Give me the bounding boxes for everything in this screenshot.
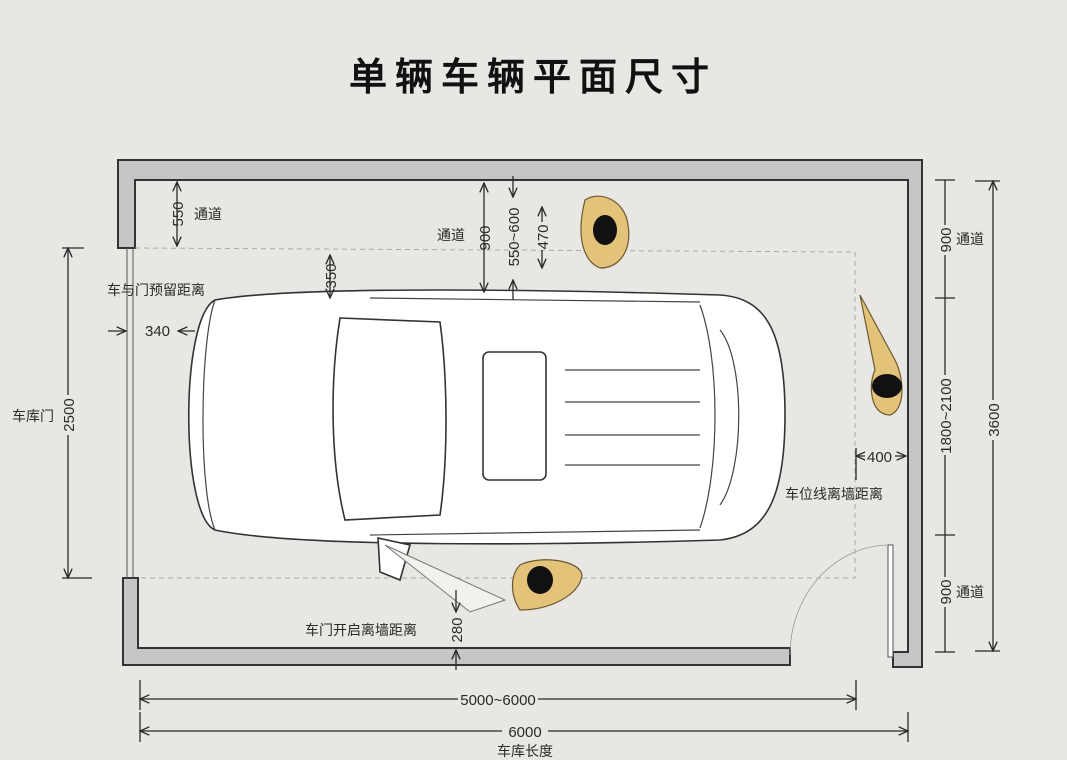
dim-470: 470 — [535, 224, 552, 249]
page-title: 单辆车辆平面尺寸 — [349, 55, 717, 99]
dim-6000: 6000 — [508, 724, 541, 741]
person-top — [580, 195, 630, 269]
label-car-to-door: 车与门预留距离 — [107, 282, 205, 299]
dim-3600: 3600 — [986, 403, 1003, 436]
door-swing-arc — [789, 544, 889, 656]
label-passage-right-bottom: 通道 — [956, 585, 984, 601]
dim-550: 550 — [170, 201, 187, 226]
dim-340: 340 — [145, 323, 170, 340]
car — [188, 289, 786, 613]
garage-walls — [117, 159, 923, 668]
side-door — [887, 544, 894, 658]
dim-1800-2100: 1800~2100 — [938, 378, 955, 454]
label-garage-door: 车库门 — [12, 408, 54, 425]
person-bottom — [511, 559, 583, 611]
dim-900-right-bottom: 900 — [938, 579, 955, 604]
dim-5000-6000: 5000~6000 — [460, 692, 536, 709]
open-car-door — [377, 536, 412, 582]
dim-2500: 2500 — [61, 398, 78, 431]
label-passage-top-left: 通道 — [194, 207, 222, 223]
windshield — [332, 317, 447, 521]
sunroof — [482, 351, 547, 481]
dim-350: 350 — [323, 263, 340, 288]
garage-door — [126, 248, 134, 578]
label-passage-top: 通道 — [437, 228, 465, 244]
dim-900-right-top: 900 — [938, 227, 955, 252]
parking-line — [134, 247, 856, 579]
dim-550-600: 550~600 — [506, 208, 523, 267]
person-right — [859, 294, 903, 416]
label-passage-right-top: 通道 — [956, 232, 984, 248]
dim-280: 280 — [449, 617, 466, 642]
label-line-to-wall: 车位线离墙距离 — [785, 486, 883, 503]
dim-400: 400 — [867, 449, 892, 466]
label-door-open-to-wall: 车门开启离墙距离 — [305, 622, 417, 639]
label-garage-length: 车库长度 — [497, 743, 553, 760]
dim-900-top: 900 — [477, 225, 494, 250]
